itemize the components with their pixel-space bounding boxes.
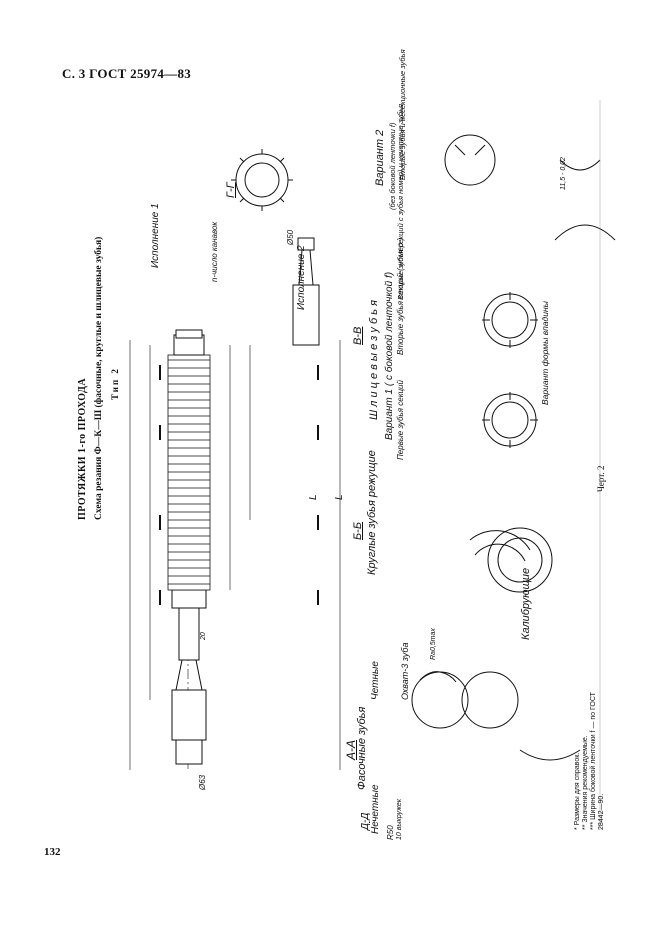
chamfer-teeth-label: Фасочные зубья bbox=[356, 706, 368, 790]
r50-label: R50 bbox=[386, 825, 395, 840]
dim-20-label: 20 bbox=[200, 632, 207, 640]
variant1-label: Вариант 1 ( с боковой ленточкой f) bbox=[384, 271, 395, 440]
figure-label: Черт. 2 bbox=[596, 465, 606, 492]
even-teeth-label: Четные bbox=[370, 661, 381, 700]
phi63-label: Ø63 bbox=[198, 774, 207, 790]
dim-118-label: 11,5 - 0,02 bbox=[560, 157, 567, 190]
odd-teeth-label: Нечетные bbox=[370, 784, 381, 834]
second-teeth3-label: Вторые зубья и несекционные зубья bbox=[398, 49, 407, 180]
length-l-label: L bbox=[308, 494, 319, 500]
shape-variant-label: Вариант формы впадины bbox=[540, 301, 550, 405]
execution2-label: Исполнение 2 bbox=[296, 245, 307, 310]
page-header: С. 3 ГОСТ 25974—83 bbox=[62, 66, 192, 81]
grip-label: Охват-3 зуба bbox=[400, 642, 410, 700]
grooves-label: n-число канавок bbox=[210, 221, 219, 282]
footnote-3: *** Ширина боковой ленточки f — по ГОСТ bbox=[590, 692, 597, 830]
footnote-1: * Размеры для справок. bbox=[574, 752, 581, 830]
spline-teeth-label: Ш л и ц е в ы е з у б ь я bbox=[368, 300, 380, 420]
phi50-label: Ø50 bbox=[286, 229, 295, 245]
variant2-label: Вариант 2 bbox=[374, 129, 386, 186]
section-gg-label: Г-Г bbox=[225, 182, 237, 198]
round-cutting-label: Круглые зубья режущие bbox=[366, 450, 378, 575]
length-big-l-label: L bbox=[334, 494, 345, 500]
first-teeth-label: Первые зубья секций bbox=[396, 380, 405, 460]
calibrating-label: Калибрующие bbox=[520, 567, 532, 640]
section-dd-label: Д-Д bbox=[360, 812, 371, 830]
section-vv-label: В-В bbox=[352, 326, 364, 345]
execution1-label: Исполнение 1 bbox=[150, 203, 161, 268]
footnote-2: ** Значения рекомендуемые. bbox=[582, 735, 589, 830]
r50-note-label: 10 выкружек bbox=[396, 798, 403, 840]
section-bb-label: Б-Б bbox=[352, 522, 364, 540]
page-number: 132 bbox=[44, 846, 61, 858]
ra-label: Ra0,5max bbox=[430, 628, 437, 660]
variant2-note-label: (без боковой ленточки f) bbox=[388, 122, 397, 210]
footnote-4: 28442—90. bbox=[598, 793, 605, 830]
footnotes: * Размеры для справок. ** Значения реком… bbox=[574, 692, 606, 830]
